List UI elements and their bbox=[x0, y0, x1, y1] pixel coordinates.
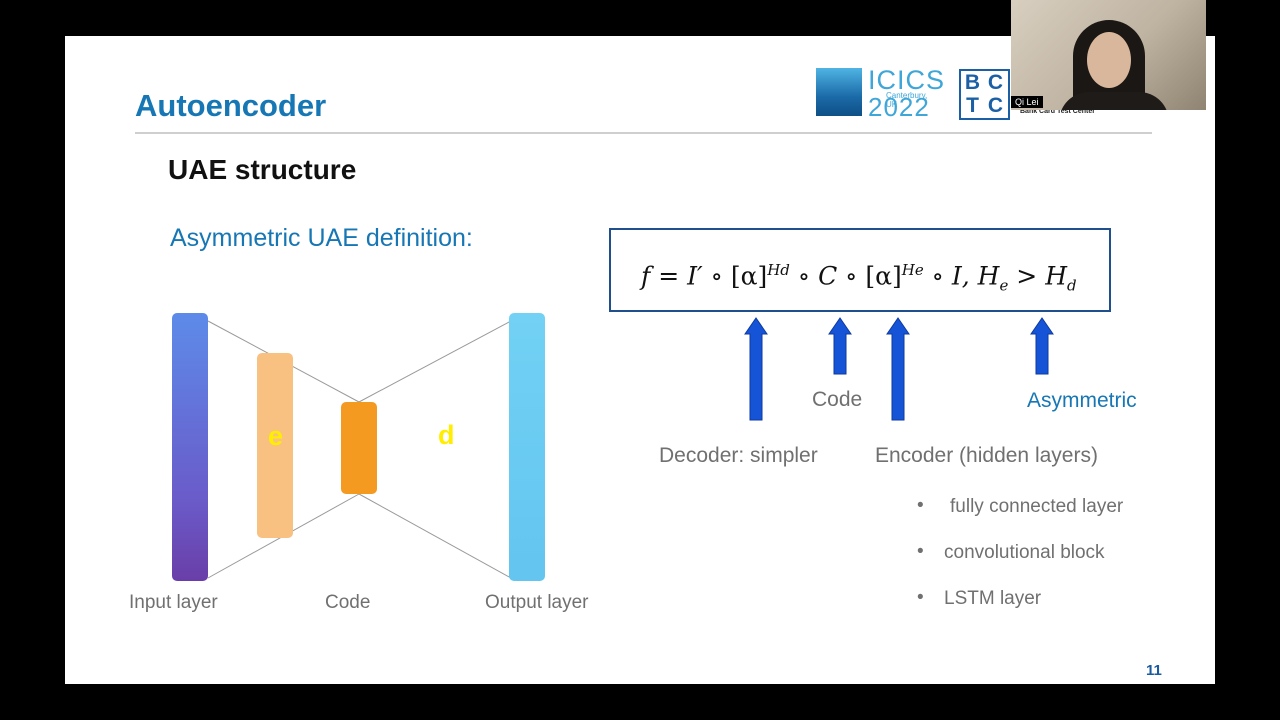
formula-i: I, bbox=[951, 261, 978, 291]
icics-logo-year: 2022 bbox=[868, 92, 930, 122]
code-arrow-icon bbox=[828, 317, 852, 375]
bullet-dot-icon: • bbox=[917, 495, 924, 516]
formula-eq: = bbox=[650, 261, 688, 291]
formula-op: ∘ bbox=[789, 261, 819, 291]
formula-sub-d: d bbox=[1067, 276, 1077, 295]
bctc-letter: C bbox=[987, 71, 1004, 94]
input-layer-caption: Input layer bbox=[129, 592, 218, 613]
output-layer-caption: Output layer bbox=[485, 592, 589, 613]
formula-gt: > bbox=[1008, 261, 1046, 291]
formula-op: ∘ bbox=[837, 261, 866, 291]
uae-formula: f = I′ ∘ [α]Hd ∘ C ∘ [α]He ∘ I, He > Hd bbox=[609, 228, 1111, 312]
encoder-letter: e bbox=[268, 421, 284, 451]
page-number: 11 bbox=[1146, 662, 1162, 679]
bctc-letter: C bbox=[987, 94, 1004, 117]
code-annotation: Code bbox=[812, 388, 863, 411]
bctc-letter: T bbox=[966, 94, 979, 117]
formula-he: He bbox=[901, 261, 924, 279]
bctc-caption: Bank Card Test Center bbox=[1020, 108, 1095, 115]
formula-sub-e: e bbox=[999, 276, 1009, 295]
formula-op: ∘ bbox=[923, 261, 952, 291]
encoder-bar bbox=[257, 353, 293, 538]
slide-title: Autoencoder bbox=[135, 88, 327, 123]
code-bar bbox=[341, 402, 377, 494]
code-caption: Code bbox=[325, 592, 371, 613]
decoder-arrow-icon bbox=[744, 317, 768, 421]
output-layer-bar bbox=[509, 313, 545, 581]
encoder-layer-item: LSTM layer bbox=[944, 588, 1042, 609]
encoder-annotation: Encoder (hidden layers) bbox=[875, 444, 1098, 467]
asymmetric-annotation: Asymmetric bbox=[1027, 389, 1137, 412]
speaker-body bbox=[1059, 92, 1169, 110]
asymmetric-arrow-icon bbox=[1030, 317, 1054, 375]
slide-subtitle: UAE structure bbox=[168, 154, 357, 185]
formula-op: ∘ bbox=[702, 261, 731, 291]
formula-f: f bbox=[641, 261, 651, 291]
encoder-arrow-icon bbox=[886, 317, 910, 421]
icics-logo-word: ICICS bbox=[868, 65, 946, 95]
icics-logo: ICICS Canterbury, UK 2022 bbox=[816, 65, 944, 122]
formula-c: C bbox=[818, 261, 838, 291]
formula-h: H bbox=[1045, 261, 1068, 291]
formula-i-prime: I′ bbox=[687, 261, 703, 291]
encoder-layer-item: fully connected layer bbox=[950, 496, 1124, 517]
bullet-dot-icon: • bbox=[917, 541, 924, 562]
bctc-logo: B C T C bbox=[959, 69, 1010, 120]
formula-alpha: [α] bbox=[865, 261, 902, 291]
formula-hd: Hd bbox=[767, 261, 790, 279]
speaker-face bbox=[1087, 32, 1131, 88]
formula-h: H bbox=[977, 261, 1000, 291]
decoder-letter: d bbox=[438, 420, 455, 450]
bullet-dot-icon: • bbox=[917, 587, 924, 608]
formula-alpha: [α] bbox=[730, 261, 768, 291]
title-divider bbox=[135, 132, 1152, 134]
bctc-letter: B bbox=[964, 71, 981, 94]
slide: Autoencoder UAE structure Asymmetric UAE… bbox=[65, 36, 1215, 684]
connector-line bbox=[358, 320, 512, 403]
speaker-name-tag: Qi Lei bbox=[1011, 96, 1043, 108]
connector-line bbox=[358, 493, 512, 579]
encoder-layer-item: convolutional block bbox=[944, 542, 1105, 563]
input-layer-bar bbox=[172, 313, 208, 581]
definition-label: Asymmetric UAE definition: bbox=[170, 224, 473, 252]
icics-logo-image bbox=[816, 68, 862, 116]
decoder-annotation: Decoder: simpler bbox=[659, 444, 818, 467]
icics-logo-location: Canterbury, UK bbox=[886, 91, 928, 109]
webcam-video: Qi Lei bbox=[1011, 0, 1206, 110]
